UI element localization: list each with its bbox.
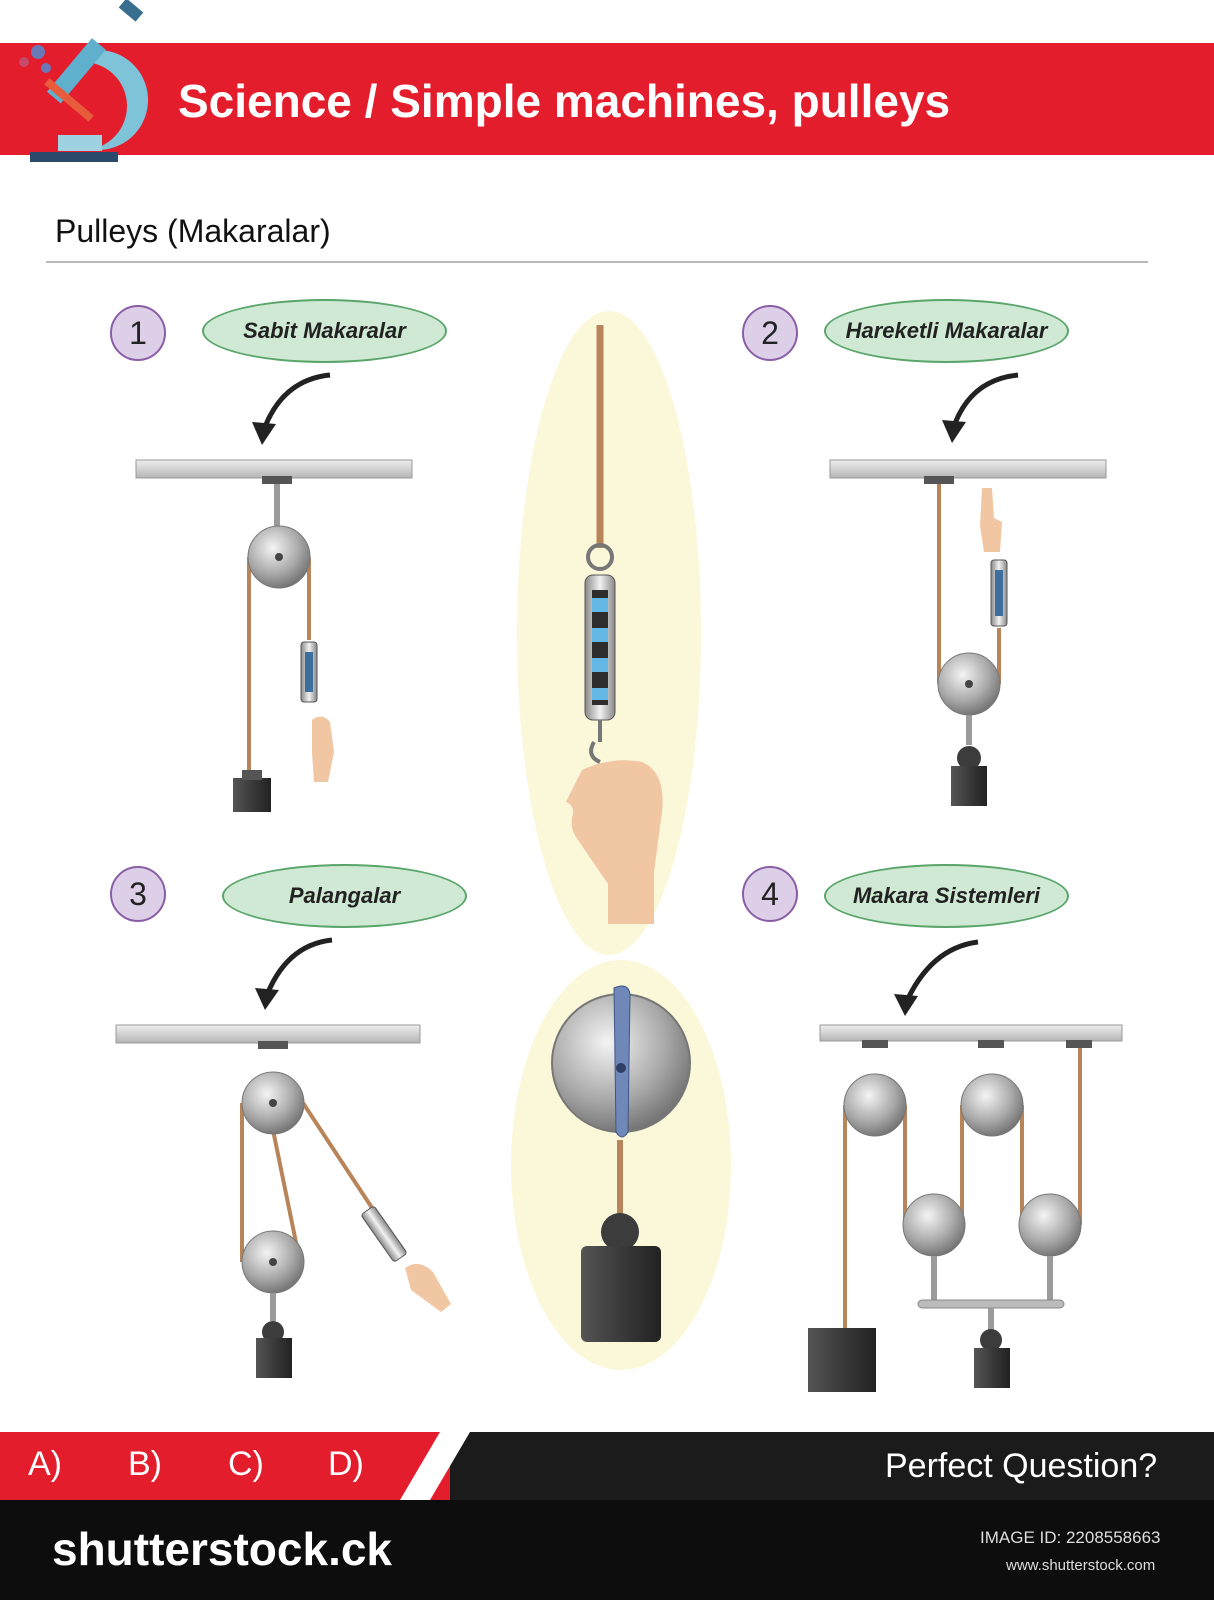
item-number-4: 4 (742, 866, 798, 922)
microscope-icon (19, 0, 149, 162)
pulley-weight-illustration (511, 960, 731, 1370)
option-b[interactable]: B) (128, 1445, 162, 1483)
option-a[interactable]: A) (28, 1445, 62, 1483)
label-hareketli-makaralar: Hareketli Makaralar (824, 299, 1069, 363)
label-palangalar: Palangalar (222, 864, 467, 928)
section-divider (46, 261, 1148, 263)
header-band (0, 43, 1214, 155)
stock-logo: shutterstock.ck (52, 1523, 393, 1575)
tagline: Perfect Question? (885, 1447, 1158, 1485)
fixed-pulley-diagram (135, 459, 413, 812)
tagline-bar (450, 1432, 1214, 1500)
section-title: Pulleys (Makaralar) (55, 213, 331, 249)
label-makara-sistemleri: Makara Sistemleri (824, 864, 1069, 928)
block-and-tackle-diagram (115, 1024, 451, 1378)
answer-bar (0, 1432, 460, 1500)
movable-pulley-diagram (829, 459, 1107, 806)
arrow-3 (262, 937, 333, 1001)
stock-band (0, 1500, 1214, 1600)
pulley-system-diagram (808, 1024, 1123, 1392)
item-number-3: 3 (110, 866, 166, 922)
option-d[interactable]: D) (328, 1445, 364, 1483)
item-number-2: 2 (742, 305, 798, 361)
option-c[interactable]: C) (228, 1445, 264, 1483)
stock-image-id: IMAGE ID: 2208558663 (980, 1528, 1161, 1547)
label-sabit-makaralar: Sabit Makaralar (202, 299, 447, 363)
item-number-1: 1 (110, 305, 166, 361)
page-title: Science / Simple machines, pulleys (178, 75, 951, 127)
stock-url: www.shutterstock.com (1006, 1557, 1156, 1574)
arrow-4 (902, 939, 979, 1007)
spring-scale-illustration (517, 311, 701, 955)
